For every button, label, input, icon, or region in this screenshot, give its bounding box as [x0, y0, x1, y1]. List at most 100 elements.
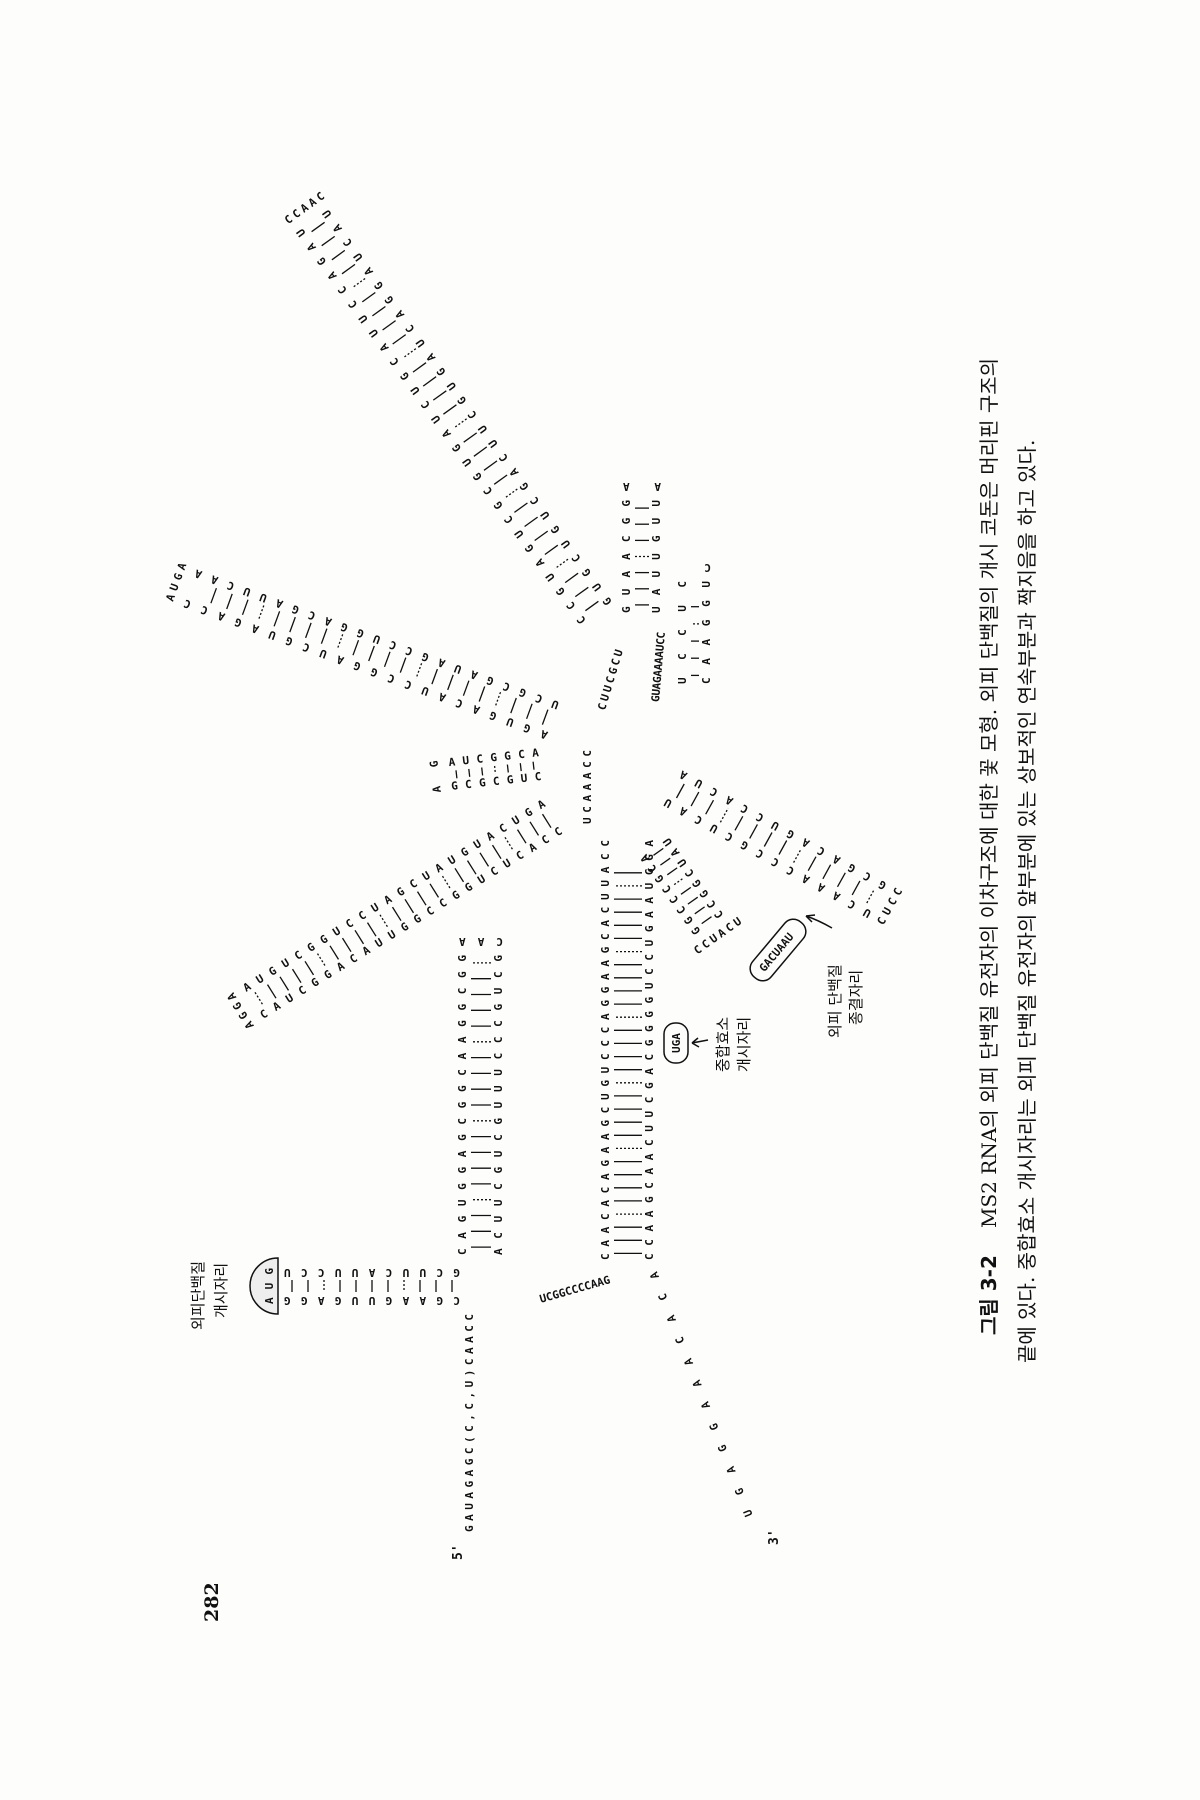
coat-stop-label-line1: 외피 단백질 [826, 964, 844, 1038]
coat-stop-label-line2: 종결자리 [847, 970, 865, 1025]
base-pair-bond [749, 824, 758, 839]
base-pair-bond [257, 605, 265, 621]
base-pair-bond [241, 599, 249, 616]
base-pair-bond [734, 815, 744, 831]
base-pair-bond [383, 651, 391, 668]
base-pair-bond [466, 860, 477, 875]
base-pair-bond [516, 829, 527, 844]
base-pair-bond [432, 390, 447, 401]
terminator-hairpin-strand-1: GGCCCGCA [638, 851, 704, 937]
base-pair-bond [585, 600, 599, 612]
base-pair-bond [454, 867, 465, 883]
base-pair-bond [514, 502, 528, 513]
base-pair-bond [341, 937, 352, 953]
base-pair-bond [455, 770, 458, 779]
arm-d-loop: CCAAC [282, 189, 327, 227]
base-pair-bond [851, 880, 861, 896]
base-pair-bond [554, 558, 569, 570]
base-pair-bond [404, 898, 415, 914]
base-pair-bond [525, 703, 533, 720]
base-pair-bond [416, 891, 427, 906]
caption-line-1: MS2 RNA의 외피 단백질 유전자의 이차구조에 대한 꽃 모형. 외피 단… [977, 358, 1001, 1228]
caption-line-2: 끝에 있다. 중합효소 개시자리는 외피 단백질 유전자의 앞부분에 있는 상보… [1015, 440, 1039, 1363]
coat-start-codon-outline [249, 1257, 279, 1315]
base-pair-bond [463, 432, 478, 443]
base-pair-bond [524, 516, 538, 528]
polymerase-start-label-line2: 개시자리 [735, 1017, 753, 1072]
base-pair-bond [254, 991, 265, 1007]
base-pair-bond [279, 976, 290, 991]
base-pair-bond [778, 840, 788, 855]
arm-c-loop: AUGA [163, 561, 189, 603]
base-pair-bond [331, 249, 346, 261]
base-pair-bond [473, 446, 488, 457]
base-pair-bond [519, 763, 522, 772]
base-pair-bond [462, 680, 470, 696]
base-pair-bond [422, 376, 437, 387]
hairpin-2-loop: CAA [459, 935, 503, 948]
base-pair-bond [701, 916, 712, 925]
base-pair-bond [453, 418, 467, 429]
base-pair-bond [447, 674, 454, 691]
arm-c-strand-2: AGUGACAUCCGGAUCGUAGACC [182, 597, 550, 742]
base-pair-bond [351, 277, 366, 289]
arm-e-loop: AA [623, 480, 661, 493]
base-pair-bond [478, 686, 486, 702]
coat-start-hairpin-strand-1: GCUUCAUUCCU [284, 1266, 460, 1279]
coat-start-label-line2: 개시자리 [212, 1263, 230, 1318]
coat-start-label-line1: 외피단백질 [189, 1261, 207, 1330]
base-pair-bond [429, 883, 440, 898]
base-pair-bond [534, 530, 549, 542]
base-pair-bond [504, 836, 515, 852]
arm-f-strand-1: CAAGGU [700, 581, 713, 684]
base-pair-bond [529, 821, 540, 836]
base-pair-bond [506, 764, 509, 773]
base-pair-bond [694, 906, 705, 915]
base-pair-bond [354, 929, 365, 945]
base-pair-bond [675, 783, 685, 799]
base-pair-bond [673, 877, 685, 886]
base-pair-bond [415, 663, 423, 679]
arm-g-loop: CUCC [874, 886, 905, 927]
base-pair-bond [544, 544, 559, 556]
base-pair-bond [493, 765, 497, 775]
rna-secondary-structure: GCUUCAUUCCU CGAAGUUGAGG AUG ACUUCGUCGUUUCCC… [163, 189, 905, 1532]
base-pair-bond [361, 291, 376, 303]
base-pair-bond [289, 616, 296, 633]
base-pair-bond [479, 852, 490, 867]
main-stem-strand-1: CCAAGCAACUUCGACGGGGUCCUGAAUGGA [643, 840, 656, 1260]
base-pair-bond [266, 984, 277, 999]
arm-d-strand-1: GUGCUGUCGACUUCGUGAUCAGGAUCAU [320, 207, 615, 608]
junction-strand-2: UCAAACC [581, 750, 594, 824]
arm-g-strand-2: GCGACAGUCCACUA [677, 767, 889, 892]
three-prime-label: 3' [767, 1529, 782, 1545]
base-pair-bond [687, 896, 699, 905]
polymerase-site-outline [663, 1022, 689, 1064]
base-pair-bond [304, 622, 312, 639]
base-pair-bond [468, 768, 471, 777]
base-pair-bond [311, 221, 325, 233]
coat-start-hairpin-loop: AUG [263, 1268, 276, 1304]
base-pair-bond [491, 844, 502, 860]
base-pair-bond [666, 867, 678, 876]
base-pair-bond [836, 872, 846, 888]
base-pair-bond [532, 761, 535, 770]
terminator-hairpin-strand-2: CCGGCUAU [660, 835, 726, 921]
arm-e-strand-1: UAUUGUU [650, 500, 663, 613]
base-pair-bond [379, 914, 390, 929]
base-pair-bond [304, 960, 315, 976]
base-pair-bond [273, 611, 281, 627]
arm-c-strand-1: UCGCGAUAGCCUGGACGAUUCAA [193, 566, 561, 711]
base-pair-bond [368, 645, 375, 662]
hairpin-2-strand-1: ACUUCGUCGUUUCCCGUCG [492, 955, 505, 1255]
arm-f-strand-2: UCCUC [676, 581, 689, 684]
base-pair-bond [510, 697, 517, 714]
arm-a-strand-2: CAUCGGACAUUGGCCGGUCUCACC [258, 825, 565, 1022]
junction-strand-1: GUAGAAAAUCC [649, 631, 668, 702]
base-pair-bond [329, 945, 340, 960]
base-pair-bond [763, 832, 773, 847]
terminator-hairpin-loop: CCUACU [691, 915, 744, 958]
coat-start-hairpin-strand-2: CGAAGUUGAGG [284, 1294, 460, 1307]
base-pair-bond [680, 886, 692, 895]
base-pair-bond [226, 593, 233, 610]
